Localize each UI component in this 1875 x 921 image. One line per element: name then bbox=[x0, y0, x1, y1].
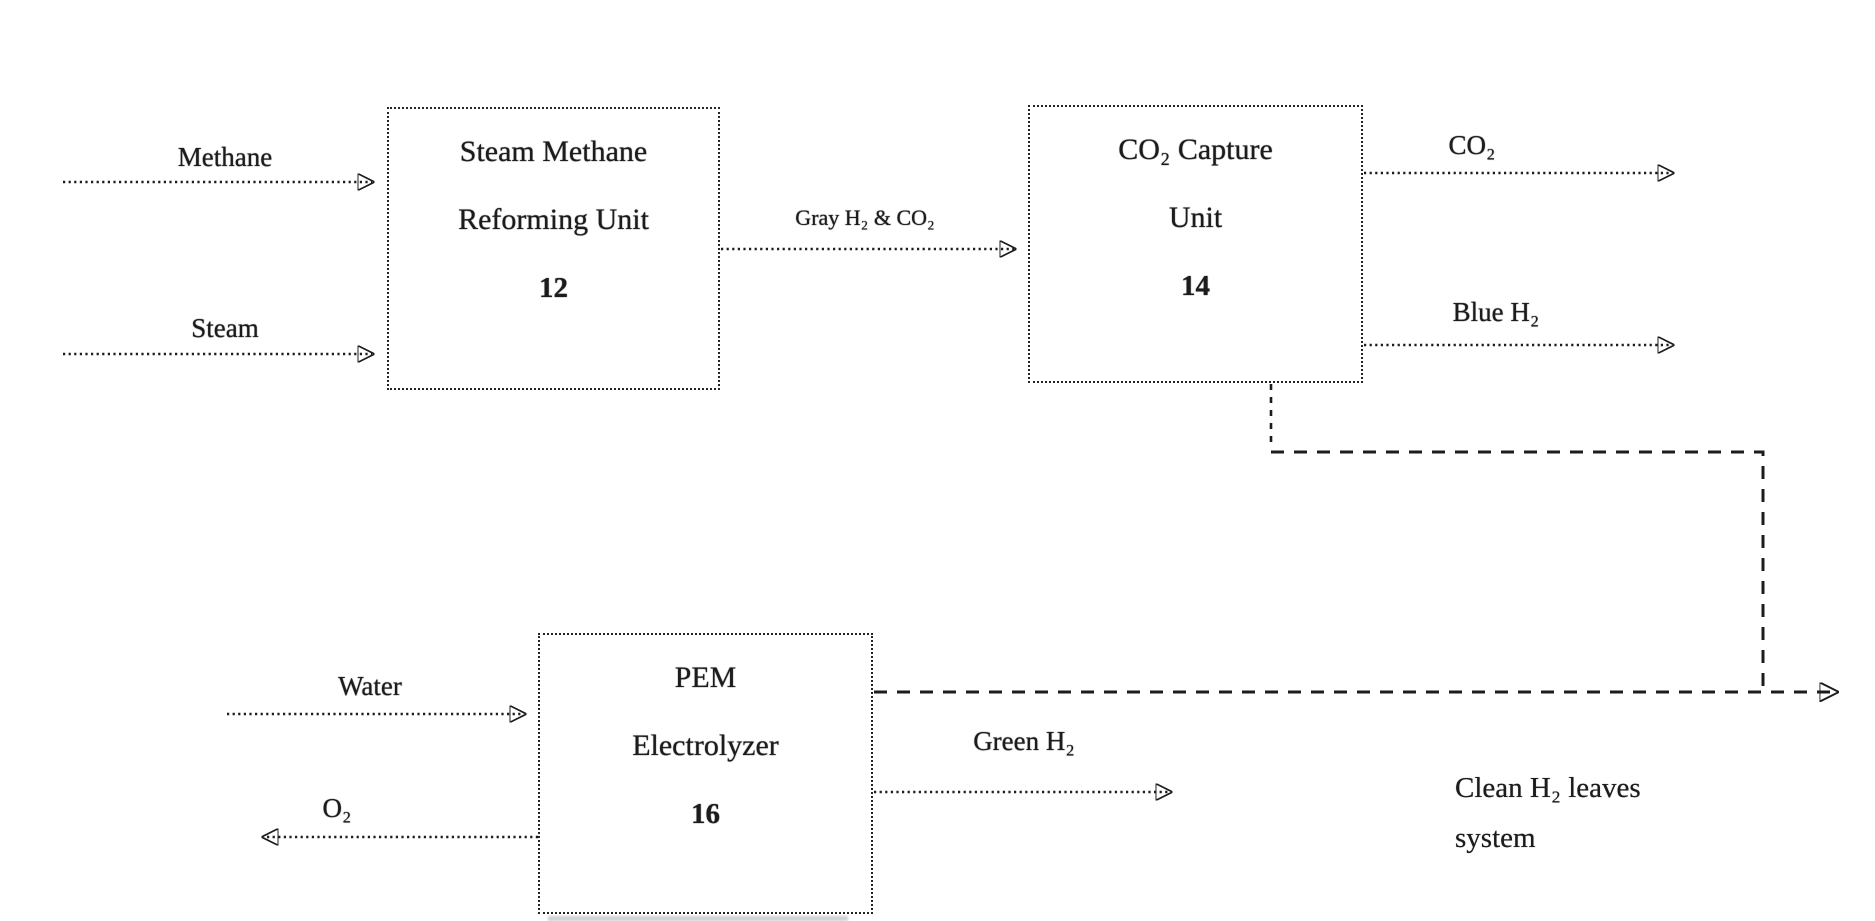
smr-unit-ref-number: 12 bbox=[539, 272, 568, 304]
pem-electrolyzer-box: PEM Electrolyzer 16 bbox=[538, 633, 873, 914]
clean-h2-annotation: Clean H₂ leaves system bbox=[1455, 763, 1641, 863]
methane-stream-label: Methane bbox=[177, 142, 273, 172]
clean-h2-annotation-line1: Clean H₂ leaves bbox=[1455, 772, 1641, 804]
co2-stream-label: CO₂ bbox=[1448, 130, 1496, 160]
o2-stream-label: O₂ bbox=[322, 793, 352, 823]
clean-h2-annotation-line2: system bbox=[1455, 822, 1536, 854]
co2-capture-unit-box: CO₂ Capture Unit 14 bbox=[1028, 105, 1363, 383]
smr-unit-label-line1: Steam Methane bbox=[459, 135, 648, 168]
steam-stream-label: Steam bbox=[191, 313, 259, 343]
pem-ref-number: 16 bbox=[691, 798, 720, 830]
gray-h2-co2-stream-label: Gray H₂ & CO₂ bbox=[795, 205, 935, 230]
water-stream-label: Water bbox=[338, 671, 402, 701]
scan-artifact bbox=[548, 916, 848, 921]
pem-label-line1: PEM bbox=[674, 661, 737, 694]
smr-unit-box: Steam Methane Reforming Unit 12 bbox=[387, 107, 720, 390]
blue-h2-stream-label: Blue H₂ bbox=[1452, 297, 1540, 327]
pem-label-line2: Electrolyzer bbox=[632, 729, 779, 762]
clean-h2-elbow-line bbox=[1271, 450, 1765, 686]
smr-unit-label-line2: Reforming Unit bbox=[458, 203, 649, 236]
co2-capture-label-line2: Unit bbox=[1168, 201, 1223, 234]
green-h2-stream-label: Green H₂ bbox=[973, 726, 1075, 756]
co2-capture-label-line1: CO₂ Capture bbox=[1118, 133, 1273, 166]
co2-capture-ref-number: 14 bbox=[1181, 270, 1210, 302]
